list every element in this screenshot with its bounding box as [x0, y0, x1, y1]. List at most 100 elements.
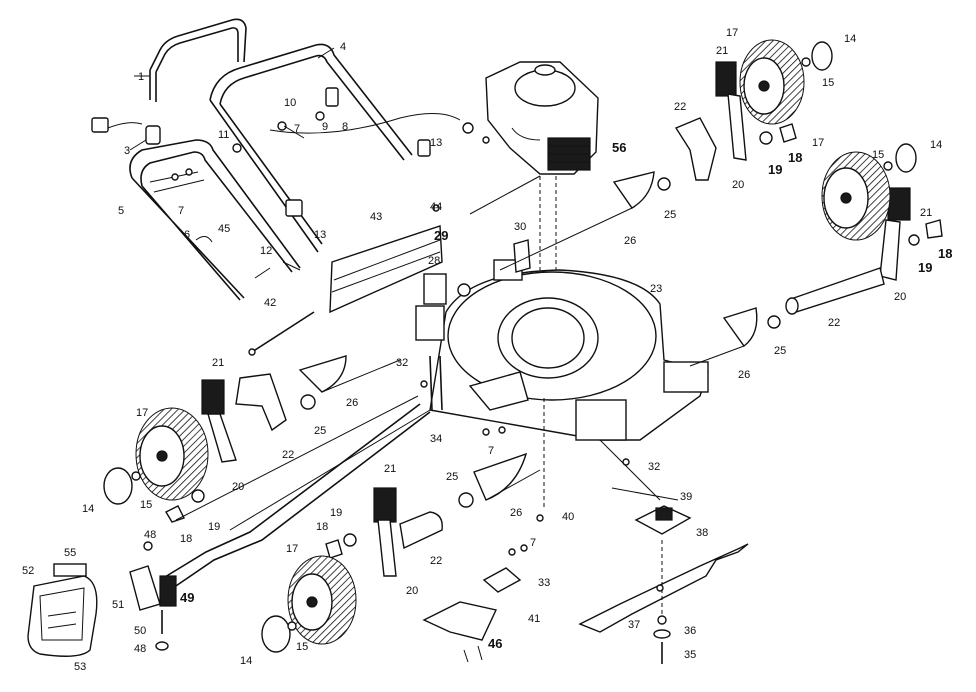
part-label-50: 50 — [134, 625, 146, 637]
part-label-33: 33 — [538, 577, 550, 589]
handle-hardware — [91, 87, 490, 279]
part-label-14: 14 — [930, 139, 942, 151]
part-label-19: 19 — [330, 507, 342, 519]
part-label-44: 44 — [430, 201, 442, 213]
part-label-19: 19 — [208, 521, 220, 533]
part-label-21: 21 — [716, 45, 728, 57]
part-label-48: 48 — [144, 529, 156, 541]
height-adjuster-right — [722, 307, 781, 347]
part-label-40: 40 — [562, 511, 574, 523]
part-label-7: 7 — [294, 123, 300, 135]
rear-shield-43 — [329, 204, 443, 314]
chute-41 — [422, 601, 498, 663]
part-label-36: 36 — [684, 625, 696, 637]
part-label-22: 22 — [674, 101, 686, 113]
part-label-26: 26 — [346, 397, 358, 409]
part-label-51: 51 — [112, 599, 124, 611]
wheel-arm-front-right — [674, 61, 797, 181]
part-label-17: 17 — [286, 543, 298, 555]
part-label-7: 7 — [178, 205, 184, 217]
height-adjuster-top — [612, 171, 671, 209]
part-label-43: 43 — [370, 211, 382, 223]
part-label-20: 20 — [406, 585, 418, 597]
part-label-15: 15 — [822, 77, 834, 89]
part-label-26: 26 — [738, 369, 750, 381]
part-label-13: 13 — [430, 137, 442, 149]
height-adjuster-left — [298, 355, 347, 410]
part-label-49: 49 — [180, 590, 194, 605]
cables — [107, 113, 461, 134]
part-label-17: 17 — [726, 27, 738, 39]
part-label-12: 12 — [260, 245, 272, 257]
part-label-52: 52 — [22, 565, 34, 577]
part-label-6: 6 — [184, 229, 190, 241]
part-label-39: 39 — [680, 491, 692, 503]
part-label-26: 26 — [624, 235, 636, 247]
part-labels: 1 4 10 7 9 8 3 11 13 5 7 6 45 13 12 42 4… — [22, 27, 952, 673]
part-label-18: 18 — [180, 533, 192, 545]
part-label-17: 17 — [136, 407, 148, 419]
part-label-4: 4 — [340, 41, 346, 53]
part-label-25: 25 — [664, 209, 676, 221]
mower-deck — [429, 269, 709, 441]
part-label-32: 32 — [648, 461, 660, 473]
leader-lines — [129, 47, 745, 501]
part-label-3: 3 — [124, 145, 130, 157]
wheel-arm-front-left — [325, 487, 443, 577]
part-label-55: 55 — [64, 547, 76, 559]
part-label-18: 18 — [788, 150, 802, 165]
part-label-38: 38 — [696, 527, 708, 539]
wheel-arm-rear-right — [785, 187, 943, 315]
part-label-29: 29 — [434, 228, 448, 243]
part-label-5: 5 — [118, 205, 124, 217]
wheel-arm-left — [165, 373, 287, 523]
part-label-56: 56 — [612, 140, 626, 155]
blade-bolt-hardware — [536, 398, 671, 664]
height-adjuster-center — [458, 452, 528, 508]
part-label-15: 15 — [296, 641, 308, 653]
catcher-52 — [27, 563, 98, 657]
grass-catcher-frame — [159, 403, 431, 591]
part-label-8: 8 — [342, 121, 348, 133]
part-label-25: 25 — [314, 425, 326, 437]
engine — [485, 61, 599, 175]
part-label-17: 17 — [812, 137, 824, 149]
part-label-35: 35 — [684, 649, 696, 661]
deck-bolts — [420, 355, 630, 556]
part-label-14: 14 — [82, 503, 94, 515]
part-label-19: 19 — [918, 260, 932, 275]
part-label-41: 41 — [528, 613, 540, 625]
part-label-15: 15 — [872, 149, 884, 161]
part-label-18: 18 — [316, 521, 328, 533]
bracket-33 — [482, 567, 522, 593]
part-label-34: 34 — [430, 433, 442, 445]
wheel-rear-right-top — [739, 39, 833, 125]
blade-adapter-39 — [634, 505, 692, 535]
part-label-22: 22 — [430, 555, 442, 567]
part-label-37: 37 — [628, 619, 640, 631]
part-label-18: 18 — [938, 246, 952, 261]
part-label-32: 32 — [396, 357, 408, 369]
wheel-rear-right-bottom — [821, 143, 917, 241]
part-label-14: 14 — [844, 33, 856, 45]
catcher-bracket-51 — [129, 541, 177, 651]
part-label-13: 13 — [314, 229, 326, 241]
wheel-left — [103, 407, 209, 505]
part-label-28: 28 — [428, 255, 440, 267]
part-label-25: 25 — [774, 345, 786, 357]
part-label-21: 21 — [920, 207, 932, 219]
part-label-30: 30 — [514, 221, 526, 233]
part-label-9: 9 — [322, 121, 328, 133]
part-label-15: 15 — [140, 499, 152, 511]
part-label-14: 14 — [240, 655, 252, 667]
part-label-10: 10 — [284, 97, 296, 109]
part-label-20: 20 — [894, 291, 906, 303]
part-label-25: 25 — [446, 471, 458, 483]
part-label-42: 42 — [264, 297, 276, 309]
wheel-front-left — [261, 555, 357, 653]
part-label-1: 1 — [138, 71, 144, 83]
part-label-21: 21 — [212, 357, 224, 369]
upper-handle — [149, 18, 247, 102]
part-label-7: 7 — [488, 445, 494, 457]
part-label-26: 26 — [510, 507, 522, 519]
